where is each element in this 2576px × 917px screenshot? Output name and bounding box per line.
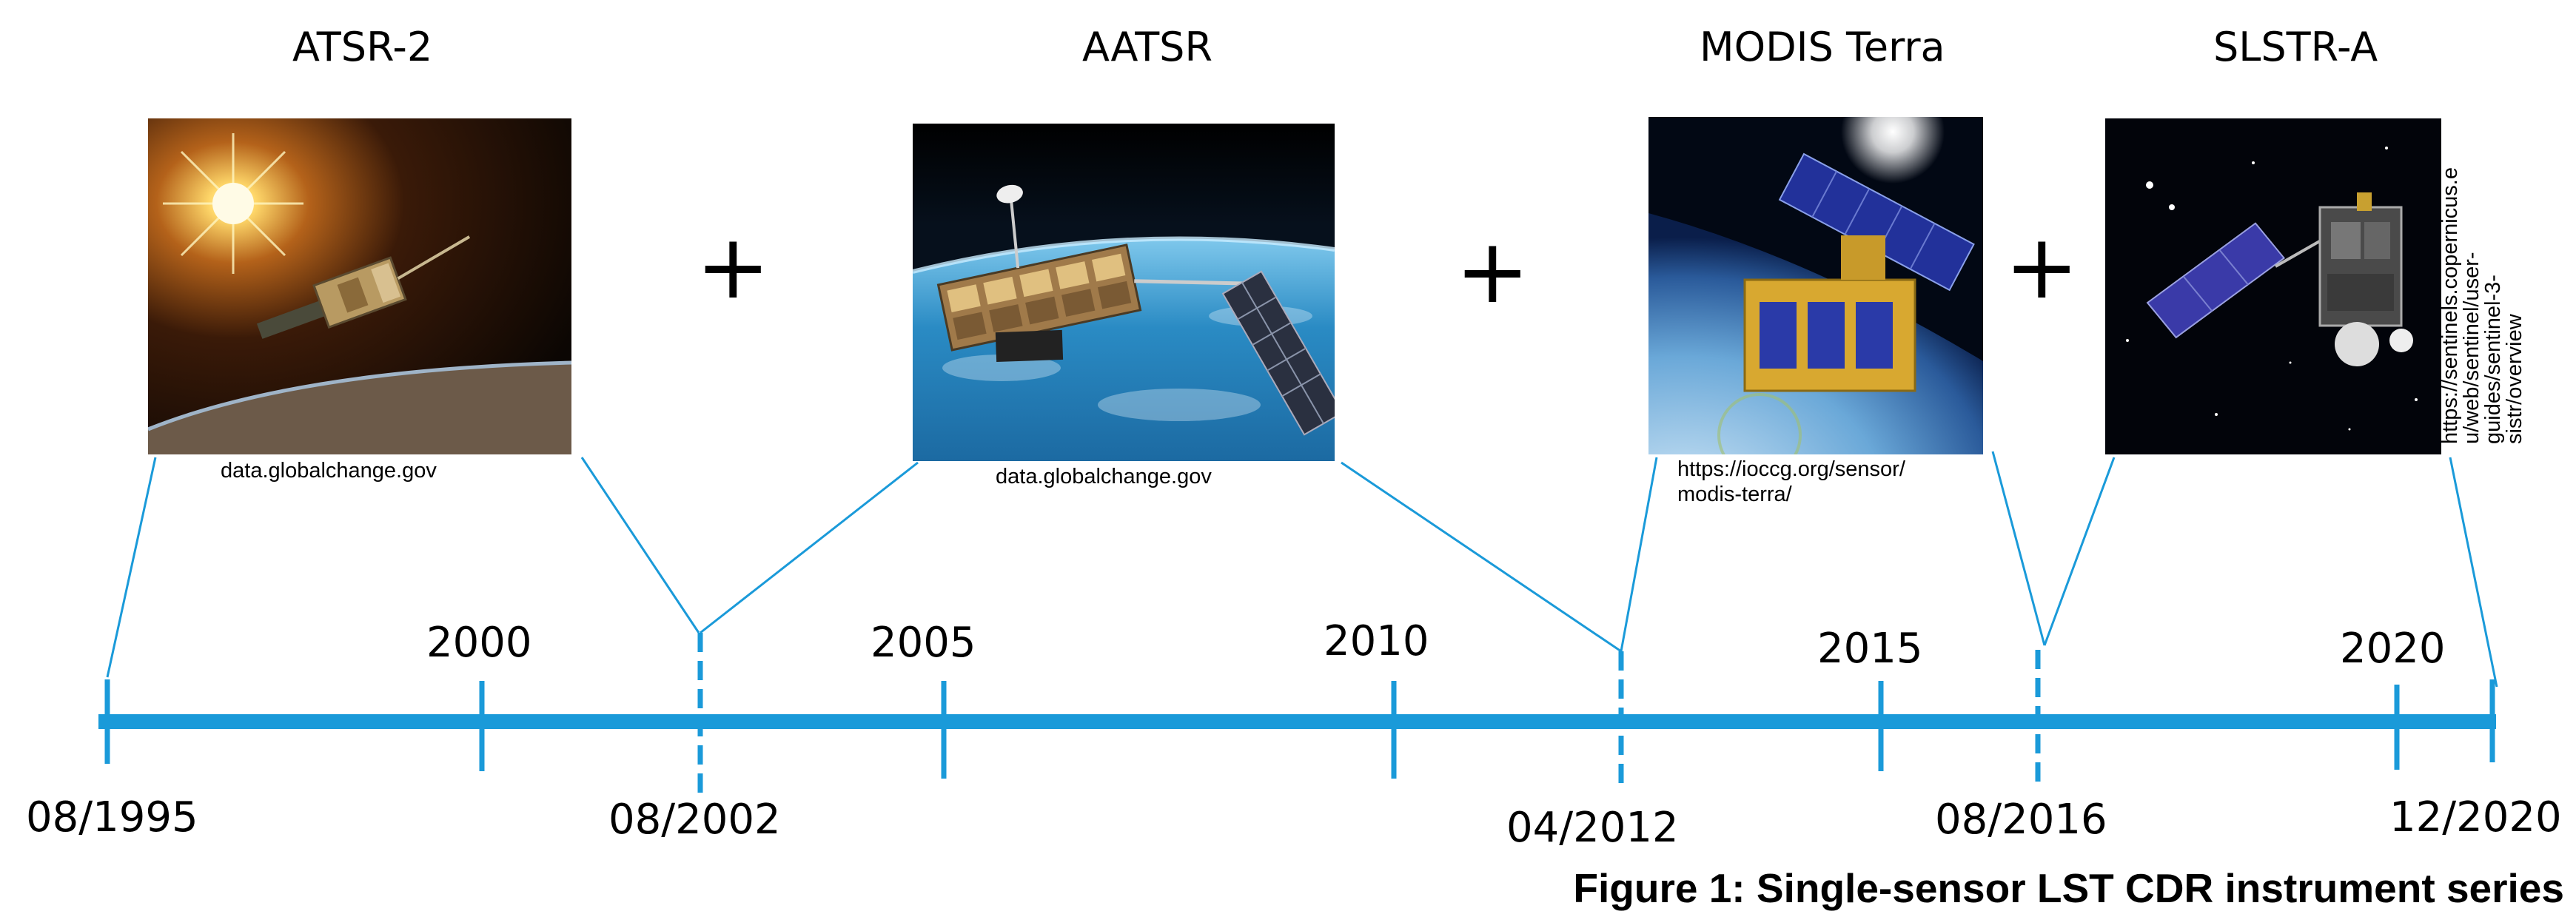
date-label-slstr-start: 08/2016 — [1935, 796, 2107, 844]
instrument-title-aatsr: AATSR — [1082, 24, 1212, 70]
plus-separator-1: + — [696, 216, 771, 319]
aatsr-image-credit: data.globalchange.gov — [996, 465, 1212, 488]
instrument-title-atsr2: ATSR-2 — [292, 24, 433, 70]
transition-ticks — [697, 633, 2041, 796]
connector-lines — [106, 451, 2498, 688]
date-label-end: 12/2020 — [2389, 793, 2562, 842]
year-ticks — [104, 679, 2495, 779]
connector-modis-right — [1991, 451, 2046, 646]
atsr2-satellite-image — [148, 118, 571, 454]
atsr2-image-credit: data.globalchange.gov — [221, 459, 437, 483]
date-label-modis-start: 04/2012 — [1506, 804, 1679, 852]
year-label-2020: 2020 — [2340, 625, 2446, 673]
date-label-start: 08/1995 — [26, 793, 198, 842]
connector-slstr-right — [2449, 457, 2498, 688]
year-label-2005: 2005 — [871, 619, 976, 667]
connector-slstr-left — [2043, 457, 2116, 646]
year-label-2010: 2010 — [1324, 617, 1429, 665]
slstr-a-satellite-image — [2105, 118, 2441, 454]
instrument-title-slstr-a: SLSTR-A — [2213, 24, 2378, 70]
date-label-aatsr-start: 08/2002 — [608, 796, 781, 844]
connector-atsr2-left — [106, 457, 157, 678]
connector-modis-left — [1620, 457, 1658, 652]
connector-aatsr-left — [700, 461, 919, 634]
aatsr-satellite-image — [913, 124, 1335, 461]
year-label-2015: 2015 — [1817, 625, 1923, 673]
figure-caption: Figure 1: Single-sensor LST CDR instrume… — [1573, 865, 2564, 911]
plus-separator-3: + — [2005, 216, 2079, 319]
plus-separator-2: + — [1455, 221, 1530, 323]
connector-atsr2-right — [580, 457, 700, 634]
year-label-2000: 2000 — [426, 619, 532, 667]
modis-terra-image-credit: https://ioccg.org/sensor/ modis-terra/ — [1677, 457, 1905, 506]
connector-aatsr-right — [1341, 461, 1622, 653]
instrument-title-modis-terra: MODIS Terra — [1700, 24, 1945, 70]
modis-terra-satellite-image — [1648, 117, 1983, 454]
